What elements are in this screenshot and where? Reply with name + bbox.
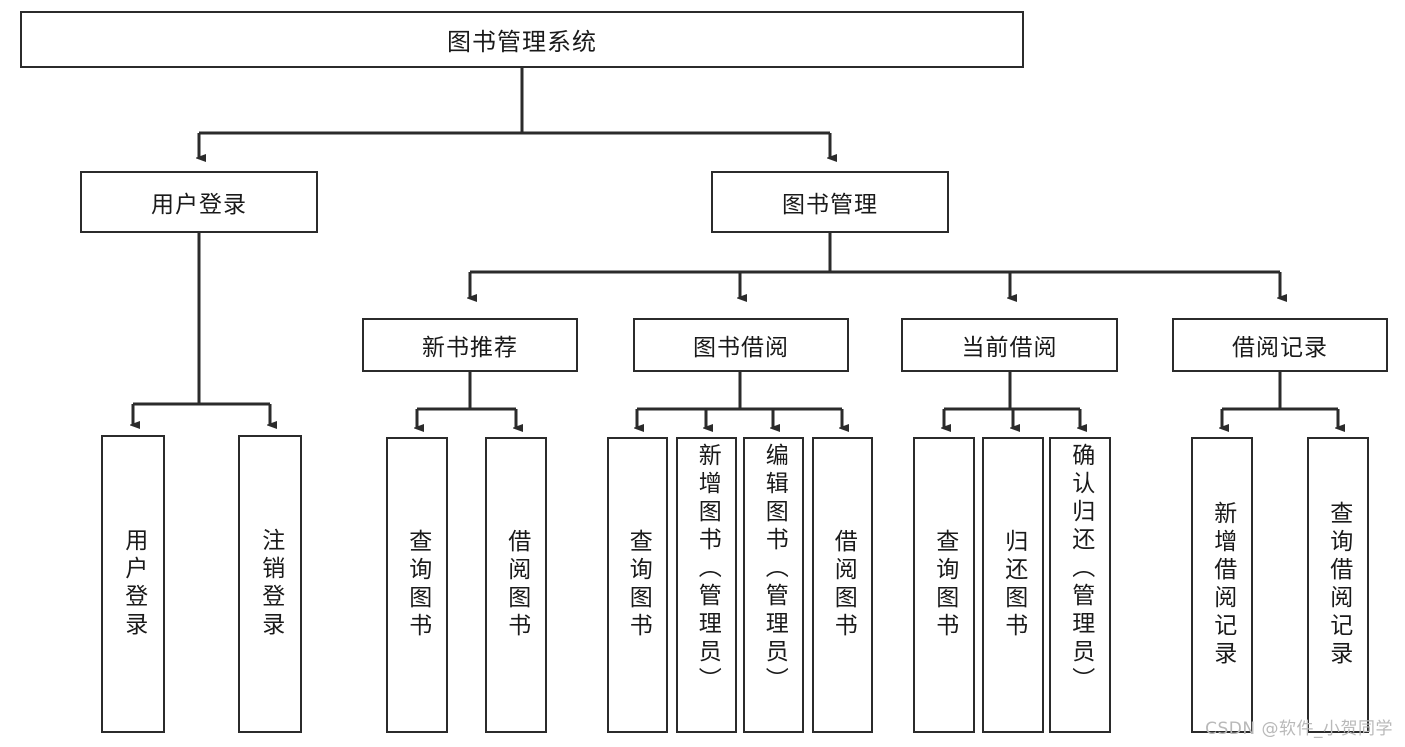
- leaf-new-book-borrow[interactable]: 借阅图书: [485, 437, 547, 733]
- leaf-user-login-signin[interactable]: 用户登录: [101, 435, 165, 733]
- leaf-book-borrow-lend[interactable]: 借阅图书: [812, 437, 873, 733]
- leaf-label: 新增借阅记录: [1209, 501, 1236, 669]
- node-current-borrow[interactable]: 当前借阅: [901, 318, 1118, 372]
- leaf-label: 确认归还（管理员）: [1067, 443, 1094, 695]
- leaf-borrow-record-add[interactable]: 新增借阅记录: [1191, 437, 1253, 733]
- node-borrow-records-label: 借阅记录: [1232, 335, 1328, 361]
- node-book-management[interactable]: 图书管理: [711, 171, 949, 233]
- node-book-borrow-label: 图书借阅: [693, 335, 789, 361]
- leaf-label: 借阅图书: [503, 529, 530, 641]
- node-current-borrow-label: 当前借阅: [961, 335, 1058, 361]
- leaf-new-book-query[interactable]: 查询图书: [386, 437, 448, 733]
- leaf-label: 用户登录: [120, 528, 147, 640]
- leaf-label: 查询图书: [404, 529, 431, 641]
- node-root-label: 图书管理系统: [447, 28, 597, 56]
- leaf-label: 编辑图书（管理员）: [761, 443, 788, 695]
- node-borrow-records[interactable]: 借阅记录: [1172, 318, 1388, 372]
- leaf-label: 借阅图书: [830, 529, 857, 641]
- node-new-book-recommend-label: 新书推荐: [422, 335, 518, 361]
- node-root-system[interactable]: 图书管理系统: [20, 11, 1024, 68]
- leaf-book-borrow-add[interactable]: 新增图书（管理员）: [676, 437, 737, 733]
- leaf-book-borrow-edit[interactable]: 编辑图书（管理员）: [743, 437, 804, 733]
- leaf-label: 查询图书: [625, 529, 652, 641]
- leaf-label: 查询借阅记录: [1325, 501, 1352, 669]
- leaf-user-login-signout[interactable]: 注销登录: [238, 435, 302, 733]
- leaf-current-borrow-confirm[interactable]: 确认归还（管理员）: [1049, 437, 1111, 733]
- node-book-borrow[interactable]: 图书借阅: [633, 318, 849, 372]
- leaf-borrow-record-query[interactable]: 查询借阅记录: [1307, 437, 1369, 733]
- node-book-management-label: 图书管理: [782, 192, 878, 218]
- leaf-label: 归还图书: [1000, 529, 1027, 641]
- node-new-book-recommend[interactable]: 新书推荐: [362, 318, 578, 372]
- leaf-label: 查询图书: [931, 529, 958, 641]
- leaf-book-borrow-query[interactable]: 查询图书: [607, 437, 668, 733]
- watermark-text: CSDN @软件_小贺同学: [1205, 719, 1393, 739]
- leaf-current-borrow-return[interactable]: 归还图书: [982, 437, 1044, 733]
- node-user-login-label: 用户登录: [151, 192, 247, 218]
- leaf-current-borrow-query[interactable]: 查询图书: [913, 437, 975, 733]
- node-user-login[interactable]: 用户登录: [80, 171, 318, 233]
- leaf-label: 注销登录: [257, 528, 284, 640]
- leaf-label: 新增图书（管理员）: [694, 443, 721, 695]
